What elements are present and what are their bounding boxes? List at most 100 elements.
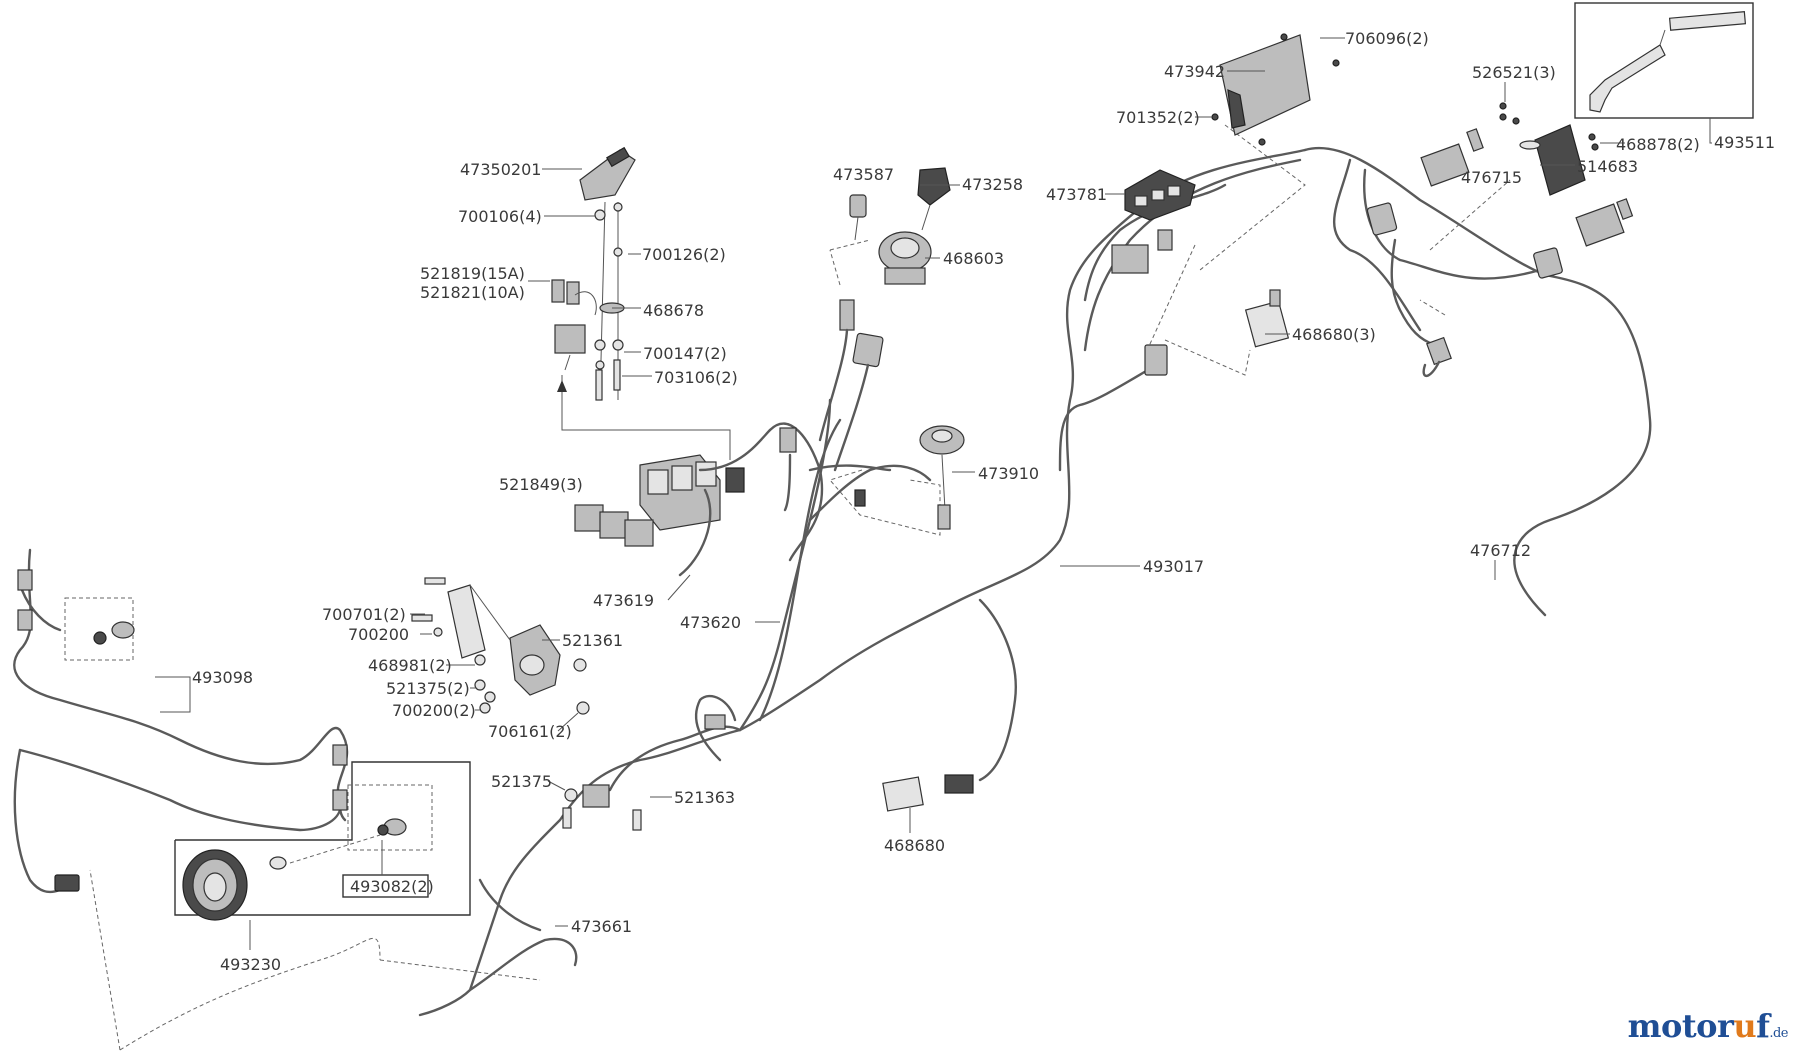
part-label-514683: 514683 <box>1577 157 1638 176</box>
nut-icon <box>1499 113 1507 121</box>
label-leader-lines <box>155 37 1712 950</box>
connector-icon <box>1144 344 1168 376</box>
wire-cover-icon <box>1668 11 1747 31</box>
brand-name-main: motor <box>1627 1007 1734 1045</box>
part-label-473661: 473661 <box>571 917 632 936</box>
part-label-700147: 700147(2) <box>643 344 727 363</box>
terminal-icon <box>632 809 642 831</box>
connector-icon <box>582 784 610 808</box>
washer-icon <box>613 247 623 257</box>
relay-block <box>574 428 772 547</box>
relay-icon <box>599 511 629 539</box>
relay-fuse-assembly <box>551 146 731 460</box>
part-label-706096: 706096(2) <box>1345 29 1429 48</box>
top-right-parts <box>1111 2 1754 378</box>
nut-icon <box>1499 102 1507 110</box>
connector-icon <box>332 789 348 811</box>
regulator-icon <box>1534 124 1586 196</box>
connector-icon <box>944 774 974 794</box>
connector-icon <box>1111 244 1149 274</box>
part-label-468603: 468603 <box>943 249 1004 268</box>
connector-icon <box>1366 202 1398 236</box>
washer-icon <box>433 627 443 637</box>
part-label-493082: 493082(2) <box>350 877 434 896</box>
plunger-switch-icon <box>1420 143 1470 187</box>
washer-icon <box>612 339 624 351</box>
part-label-473587: 473587 <box>833 165 894 184</box>
part-label-493098: 493098 <box>192 668 253 687</box>
connector-icon <box>854 489 866 507</box>
hour-meter-group <box>919 425 965 530</box>
connector-icon <box>937 504 951 530</box>
bolt-icon <box>411 614 433 622</box>
connector-icon <box>704 714 726 730</box>
part-label-468680: 468680 <box>884 836 945 855</box>
nut-icon <box>474 679 486 691</box>
key-icon <box>917 167 951 206</box>
part-label-468981: 468981(2) <box>368 656 452 675</box>
part-label-521375: 521375 <box>491 772 552 791</box>
part-label-521361: 521361 <box>562 631 623 650</box>
relay-icon <box>574 504 604 532</box>
part-label-473620: 473620 <box>680 613 741 632</box>
connector-icon <box>1533 247 1563 279</box>
part-label-473781: 473781 <box>1046 185 1107 204</box>
bulb-icon <box>93 631 107 645</box>
connector-icon <box>779 427 797 453</box>
bolt-icon <box>613 359 621 391</box>
part-label-473910: 473910 <box>978 464 1039 483</box>
connector-icon <box>852 332 884 368</box>
safety-switch-icon <box>1244 300 1290 348</box>
screw-icon <box>1332 59 1340 67</box>
label-frame <box>342 874 429 898</box>
brand-name-accent: u <box>1733 1007 1757 1045</box>
connector-icon <box>332 744 348 766</box>
part-label-493017: 493017 <box>1143 557 1204 576</box>
connector-icon <box>54 874 80 892</box>
clip-icon <box>269 856 287 870</box>
nut-icon <box>484 691 496 703</box>
part-label-493230: 493230 <box>220 955 281 974</box>
screw-icon <box>1280 33 1288 41</box>
wire-cover-icon <box>1589 44 1666 113</box>
part-label-47350201: 47350201 <box>460 160 541 179</box>
bracket-icon <box>447 584 486 659</box>
part-label-526521: 526521(3) <box>1472 63 1556 82</box>
nut-icon <box>576 701 590 715</box>
screw-icon <box>1591 143 1599 151</box>
bolt-icon <box>424 577 446 585</box>
dashed-leaders <box>89 124 1511 1051</box>
part-label-521819: 521819(15A) <box>420 264 525 283</box>
part-label-473942: 473942 <box>1164 62 1225 81</box>
part-labels: 47350201 700106(4) 700126(2) 521819(15A)… <box>192 29 1775 974</box>
lower-center-connectors <box>562 714 974 831</box>
callout-frame <box>174 761 471 916</box>
nut-icon <box>564 788 578 802</box>
bulb-socket-icon <box>111 621 135 639</box>
plunger-switch-icon <box>1575 203 1625 247</box>
part-label-700126: 700126(2) <box>642 245 726 264</box>
fuse-icon <box>551 279 565 303</box>
screw-icon <box>1211 113 1219 121</box>
washer-icon <box>474 654 486 666</box>
part-label-473619: 473619 <box>593 591 654 610</box>
part-label-476712: 476712 <box>1470 541 1531 560</box>
bulb-icon <box>377 824 389 836</box>
part-label-468878: 468878(2) <box>1616 135 1700 154</box>
connector-icon <box>1426 336 1452 366</box>
left-branch-harness <box>13 548 349 894</box>
part-label-700106: 700106(4) <box>458 207 542 226</box>
fuse-holder-icon <box>554 324 586 354</box>
part-label-521375-2: 521375(2) <box>386 679 470 698</box>
brand-tld: .de <box>1769 1026 1788 1041</box>
callout-frame <box>1574 2 1754 119</box>
part-label-521821: 521821(10A) <box>420 283 525 302</box>
connector-icon <box>17 569 33 591</box>
ignition-switch-group <box>678 167 951 577</box>
part-label-521363: 521363 <box>674 788 735 807</box>
part-label-703106: 703106(2) <box>654 368 738 387</box>
reverse-switch-icon <box>882 776 924 812</box>
fuse-icon <box>566 281 580 305</box>
relay-icon <box>624 519 654 547</box>
